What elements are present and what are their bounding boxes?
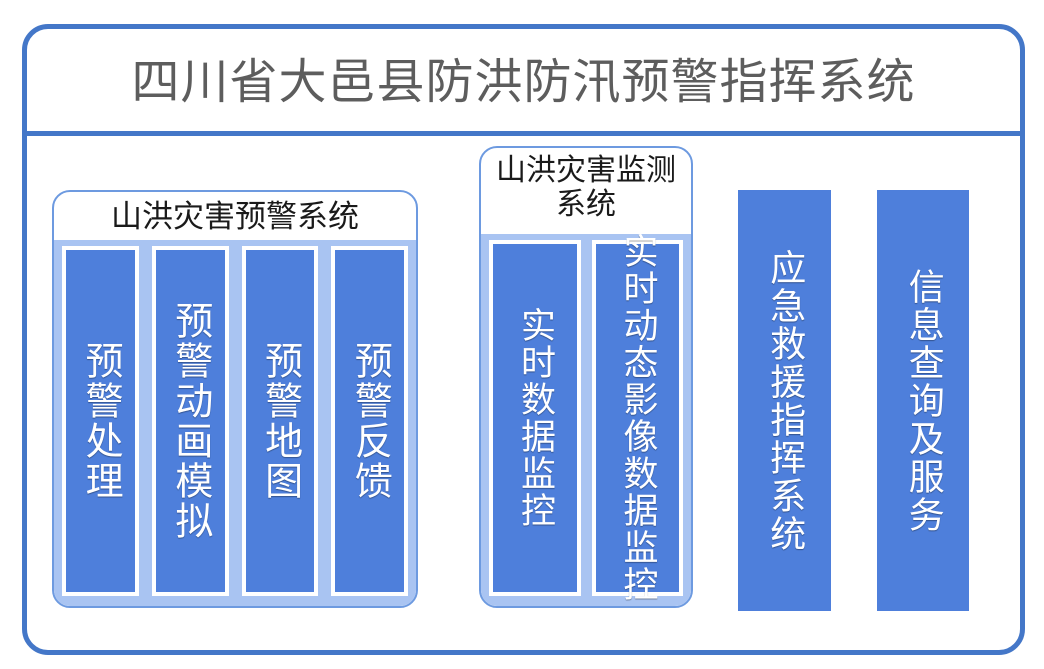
group-warning-system-items: 预警处理 预警动画模拟 预警地图 预警反馈	[54, 240, 416, 606]
group-warning-system[interactable]: 山洪灾害预警系统 预警处理 预警动画模拟 预警地图 预警反馈	[52, 190, 418, 608]
title-divider	[22, 131, 1025, 136]
item-warning-feedback-label: 预警反馈	[348, 341, 393, 501]
group-monitoring-system[interactable]: 山洪灾害监测系统 实时数据监控 实时动态影像数据监控	[479, 146, 693, 608]
item-warning-animation-simulation-label: 预警动画模拟	[168, 301, 213, 541]
bar-information-query-and-service-label: 信息查询及服务	[902, 267, 944, 534]
group-monitoring-system-items: 实时数据监控 实时动态影像数据监控	[481, 233, 691, 606]
item-realtime-dynamic-image-data-monitoring-label: 实时动态影像数据监控	[617, 233, 658, 603]
item-warning-handling[interactable]: 预警处理	[62, 246, 139, 596]
group-warning-system-title: 山洪灾害预警系统	[111, 199, 359, 235]
item-realtime-dynamic-image-data-monitoring[interactable]: 实时动态影像数据监控	[591, 233, 683, 603]
item-realtime-data-monitoring-label: 实时数据监控	[514, 307, 555, 529]
item-warning-animation-simulation[interactable]: 预警动画模拟	[151, 246, 229, 596]
bar-information-query-and-service[interactable]: 信息查询及服务	[877, 190, 969, 611]
item-warning-handling-label: 预警处理	[79, 341, 124, 501]
group-monitoring-system-title: 山洪灾害监测系统	[496, 153, 676, 222]
page-title: 四川省大邑县防洪防汛预警指挥系统	[27, 30, 1020, 134]
item-warning-feedback[interactable]: 预警反馈	[331, 246, 408, 596]
bar-emergency-rescue-command-system-label: 应急救援指挥系统	[764, 248, 806, 553]
item-warning-map-label: 预警地图	[258, 341, 303, 501]
page-title-text: 四川省大邑县防洪防汛预警指挥系统	[131, 54, 916, 110]
bar-emergency-rescue-command-system[interactable]: 应急救援指挥系统	[738, 190, 831, 611]
item-warning-map[interactable]: 预警地图	[241, 246, 319, 596]
item-realtime-data-monitoring[interactable]: 实时数据监控	[489, 240, 581, 596]
